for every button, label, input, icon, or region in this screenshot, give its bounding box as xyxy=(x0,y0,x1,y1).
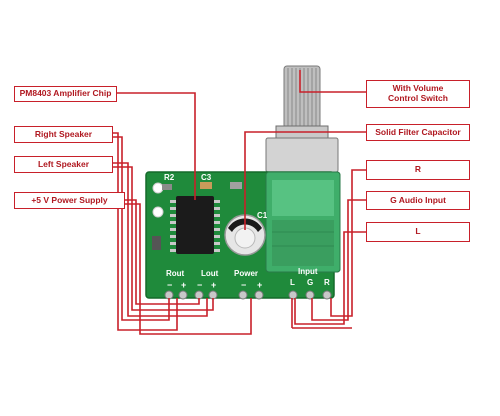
label-right-speaker: Right Speaker xyxy=(14,126,113,143)
label-l: L xyxy=(366,222,470,242)
leader-g xyxy=(311,199,366,321)
silk-input-g: G xyxy=(307,278,313,287)
leader-r xyxy=(330,169,366,317)
silk-rout: Rout xyxy=(166,269,185,278)
silk-power-plus: + xyxy=(257,280,262,290)
pot-bushing xyxy=(265,137,339,173)
pcb-board: R2 C3 C1 Rout Lout Power Input − + − + −… xyxy=(145,171,341,300)
label-volume-switch: With Volume Control Switch xyxy=(366,80,470,108)
silk-rout-plus: + xyxy=(181,280,186,290)
label-g-audio-input: G Audio Input xyxy=(366,191,470,210)
amplifier-chip xyxy=(170,196,220,254)
label-amp-chip: PM8403 Amplifier Chip xyxy=(14,86,117,102)
silk-c3: C3 xyxy=(201,173,212,182)
silk-r2: R2 xyxy=(164,173,175,182)
silk-input: Input xyxy=(298,267,318,276)
silk-input-r: R xyxy=(324,278,330,287)
leader-l xyxy=(294,231,366,325)
silk-rout-minus: − xyxy=(167,280,172,290)
mount-hole xyxy=(152,206,164,218)
label-volume-line2: Control Switch xyxy=(388,93,448,103)
silk-power-minus: − xyxy=(241,280,246,290)
pot-shaft xyxy=(283,65,321,129)
leader-lines xyxy=(112,70,366,335)
silk-lout-minus: − xyxy=(197,280,202,290)
leader-amp-chip xyxy=(116,92,196,200)
mount-hole xyxy=(152,182,164,194)
silk-lout-plus: + xyxy=(211,280,216,290)
silk-c1: C1 xyxy=(257,211,268,220)
leader-capacitor xyxy=(244,131,366,230)
leader-right-speaker xyxy=(112,132,178,331)
silk-lout: Lout xyxy=(201,269,219,278)
leader-power xyxy=(124,199,200,305)
label-volume-line1: With Volume xyxy=(392,83,444,94)
silk-input-l: L xyxy=(290,278,295,287)
label-left-speaker: Left Speaker xyxy=(14,156,113,173)
label-r: R xyxy=(366,160,470,180)
silk-power: Power xyxy=(234,269,258,278)
label-power-supply: +5 V Power Supply xyxy=(14,192,125,209)
leader-volume xyxy=(299,70,366,93)
filter-capacitor xyxy=(224,214,266,256)
label-filter-capacitor: Solid Filter Capacitor xyxy=(366,124,470,141)
